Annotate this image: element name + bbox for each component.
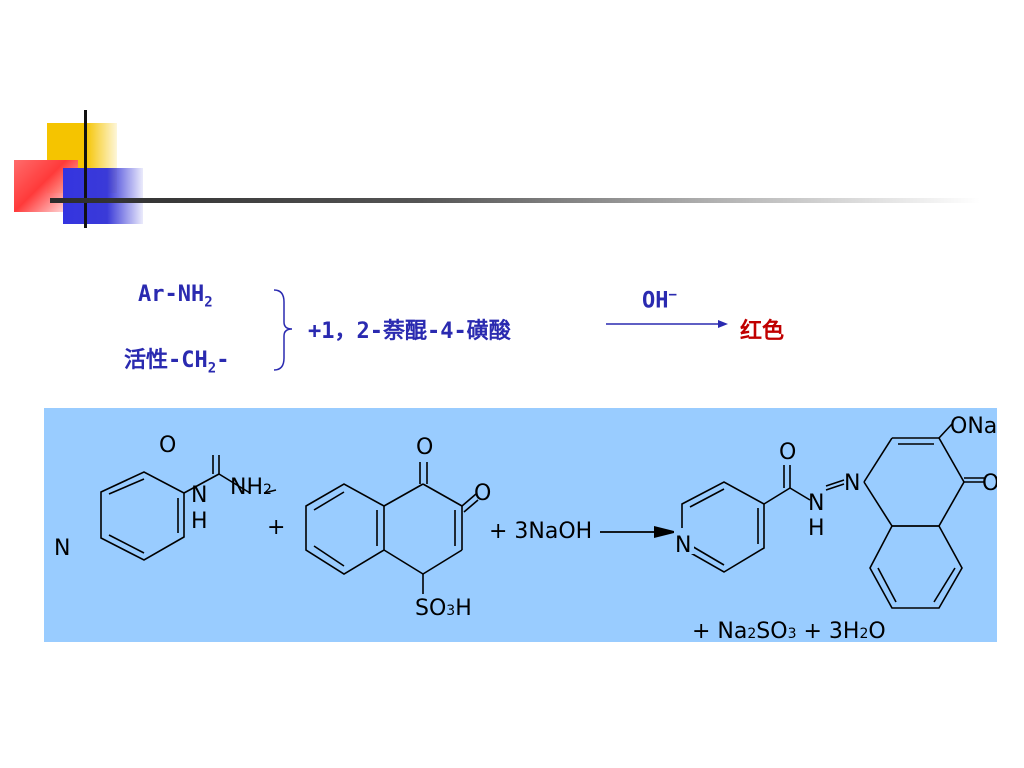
isoniazid-n: N xyxy=(54,536,70,561)
nh2-subscript: 2 xyxy=(263,482,272,498)
decor-horizontal-rule xyxy=(50,198,980,203)
plus-naoh: + 3NaOH xyxy=(489,519,592,544)
byproduct-na-subscript: 2 xyxy=(747,626,756,642)
product-ona: ONa xyxy=(950,414,997,439)
byproducts: + Na2SO3 + 3H2O xyxy=(692,619,886,642)
naphthoquinone-molecule xyxy=(305,462,479,594)
sulfonic-acid-group: SO3H xyxy=(415,596,472,621)
reaction-arrow-2 xyxy=(600,526,678,538)
catalyst-hydroxide: OH− xyxy=(642,287,677,313)
so3h-text: SO xyxy=(415,596,446,621)
plus-sign-1: + xyxy=(267,515,285,540)
reactant-active-methylene: 活性-CH2- xyxy=(124,342,229,376)
so3h-h: H xyxy=(455,596,472,621)
result-red-color: 红色 xyxy=(740,319,785,344)
decor-blue-square xyxy=(63,168,143,224)
product-imine-n: N xyxy=(844,471,860,496)
naphthoquinone-o1: O xyxy=(416,435,433,460)
byproduct-o: O xyxy=(868,619,885,642)
catalyst-charge: − xyxy=(668,287,677,303)
product-h: H xyxy=(808,516,825,541)
isoniazid-h: H xyxy=(191,509,208,534)
reactant-amine: Ar-NH2 xyxy=(138,282,213,310)
product-molecule xyxy=(681,423,984,609)
product-ketone-o: O xyxy=(982,471,997,496)
amine-text: Ar-NH xyxy=(138,282,205,307)
product-carbonyl-o: O xyxy=(779,440,796,465)
active-text: 活性-CH xyxy=(124,348,208,373)
isoniazid-o: O xyxy=(159,433,176,458)
active-subscript: 2 xyxy=(207,360,217,377)
isoniazid-nh: N xyxy=(191,483,207,508)
reaction-scheme: N O N H NH2 + O O SO3H + 3NaOH xyxy=(54,414,997,642)
naphthoquinone-o2: O xyxy=(474,481,491,506)
byproduct-h-subscript: 2 xyxy=(859,626,868,642)
isoniazid-molecule xyxy=(100,455,277,561)
byproduct-h: + 3H xyxy=(797,619,860,642)
isoniazid-nh2: NH2 xyxy=(230,475,272,500)
catalyst-text: OH xyxy=(642,288,669,314)
active-dash: - xyxy=(216,348,230,373)
reagent-naphthoquinone-sulfonic-acid: +1，2-萘醌-4-磺酸 xyxy=(308,319,511,344)
product-nh: N xyxy=(808,491,824,516)
amine-subscript: 2 xyxy=(204,294,213,311)
nh2-text: NH xyxy=(230,475,263,500)
reactant-brace xyxy=(273,289,293,371)
decor-vertical-line xyxy=(84,110,87,228)
product-pyridine-n: N xyxy=(675,533,691,558)
reaction-arrow-1 xyxy=(606,320,728,328)
byproduct-so: SO xyxy=(756,619,787,642)
byproduct-na: + Na xyxy=(692,619,747,642)
so3h-subscript: 3 xyxy=(446,603,455,619)
byproduct-so-subscript: 3 xyxy=(788,626,797,642)
reaction-panel: N O N H NH2 + O O SO3H + 3NaOH xyxy=(44,408,997,642)
